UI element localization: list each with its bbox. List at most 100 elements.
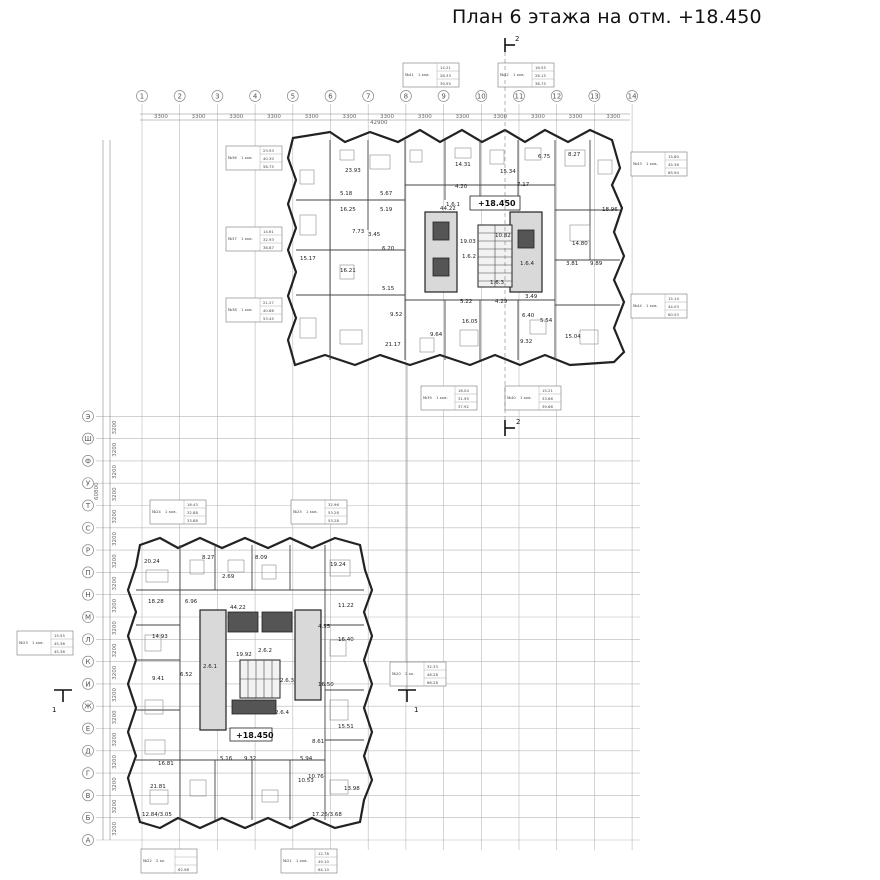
- unit-tag-box: [389, 661, 447, 687]
- row-spacing-label: 3200: [112, 754, 118, 768]
- grid-column-label: 2: [177, 93, 181, 101]
- column-spacing-label: 3300: [493, 114, 507, 120]
- room-area-label: 5.18: [340, 191, 353, 197]
- unit-tag-area: 38.75: [535, 81, 546, 86]
- grid-column-bubble: [588, 90, 601, 102]
- unit-tag-area: 40.30: [263, 156, 274, 161]
- room-area-label: 16.25: [340, 207, 356, 213]
- unit-tag-id: №39: [423, 395, 432, 400]
- room-area-label: 4.20: [455, 184, 468, 190]
- room-area-label: 6.52: [180, 672, 192, 678]
- unit-tag-type: 1 ккв.: [306, 509, 318, 514]
- grid-row-label: Р: [86, 547, 90, 555]
- lower-furniture: [144, 559, 351, 805]
- room-area-label: 9.32: [520, 339, 532, 345]
- grid-row-bubble: [82, 834, 94, 846]
- lower-elevator-1: [227, 611, 259, 633]
- grid-column-label: 4: [253, 93, 258, 101]
- unit-tag-area: 62.98: [178, 867, 189, 872]
- room-area-label: 19.03: [460, 239, 476, 245]
- column-spacing-label: 3300: [229, 114, 243, 120]
- unit-tag-area: 66.28: [427, 680, 438, 685]
- column-spacing-label: 3300: [192, 114, 206, 120]
- lower-core-label-4: 2.6.4: [275, 710, 289, 716]
- room-area-label: 7.17: [517, 182, 530, 188]
- room-area-label: 15.17: [300, 256, 316, 262]
- grid-column-label: 9: [441, 93, 445, 101]
- upper-furniture: [299, 147, 613, 353]
- upper-core-label-3: 1.6.3: [490, 280, 504, 286]
- grid-row-bubble: [82, 655, 94, 668]
- room-area-label: 4.29: [495, 299, 508, 305]
- axis-grid: [96, 104, 640, 850]
- upper-elevator-3: [517, 229, 535, 249]
- lower-core-label-3: 2.6.3: [280, 678, 294, 684]
- room-area-label: 9.89: [590, 261, 603, 267]
- grid-column-bubble: [437, 90, 450, 102]
- unit-tag-area: 45.36: [54, 641, 65, 646]
- unit-tag-type: 1 ккв.: [520, 395, 532, 400]
- grid-column-bubble: [400, 90, 412, 102]
- room-area-label: 18.96: [602, 207, 618, 213]
- unit-tag-area: 40.86: [263, 308, 274, 313]
- unit-tag-box: [504, 385, 562, 411]
- unit-tag-area: 12.78: [318, 851, 329, 856]
- room-area-label: 14.93: [152, 634, 168, 640]
- column-spacing-label: 3300: [531, 114, 545, 120]
- upper-block-plan: +18.450 1.6.1 1.6.2 1.6.3 1.6.4 23.938.2…: [286, 128, 626, 367]
- lower-elevation-mark: +18.450: [236, 731, 274, 740]
- unit-tag-area: 28.15: [535, 73, 546, 78]
- unit-tag-area: 44.03: [668, 304, 679, 309]
- grid-row-label: Э: [86, 413, 91, 421]
- unit-tag-area: 15.55: [54, 633, 65, 638]
- unit-tag-area: 33.66: [542, 396, 553, 401]
- grid-row-label: Ж: [84, 703, 92, 711]
- upper-elevator-1: [432, 221, 450, 241]
- grid-row-label: К: [86, 658, 91, 666]
- grid-row-label: Л: [85, 636, 90, 644]
- column-spacing-label: 3300: [606, 114, 620, 120]
- room-area-label: 4.55: [318, 624, 331, 630]
- room-area-label: 5.54: [540, 318, 553, 324]
- row-spacing-label: 3200: [112, 688, 118, 702]
- row-spacing-label: 3200: [112, 821, 118, 835]
- unit-tag-type: 1 ккв.: [646, 161, 658, 166]
- room-area-label: 6.96: [185, 599, 198, 605]
- column-spacing-label: 3300: [380, 114, 394, 120]
- overall-height-label: 60800: [94, 482, 100, 500]
- grid-row-bubble: [82, 499, 94, 512]
- row-spacing-label: 3200: [112, 643, 118, 657]
- unit-tag-box: [149, 499, 207, 525]
- unit-tag-area: 28.33: [440, 73, 451, 78]
- unit-tag-id: №22: [143, 858, 152, 863]
- unit-tag-type: 1 ккв.: [165, 509, 177, 514]
- room-area-label: 5.22: [460, 299, 472, 305]
- grid-column-bubble: [173, 90, 186, 102]
- room-area-label: 9.32: [244, 756, 256, 762]
- upper-elevation-box: [469, 195, 521, 211]
- row-spacing-label: 3200: [112, 777, 118, 791]
- column-spacing-label: 3300: [342, 114, 356, 120]
- unit-tag-area: 64.10: [318, 867, 329, 872]
- room-area-label: 9.52: [390, 312, 402, 318]
- column-spacing-label: 3300: [305, 114, 319, 120]
- unit-tag-box: [402, 62, 460, 88]
- column-spacing-label: 3300: [154, 114, 168, 120]
- grid-row-bubble: [82, 767, 94, 779]
- room-area-label: 3.81: [566, 261, 578, 267]
- row-spacing-label: 3200: [112, 465, 118, 479]
- grid-row-bubble: [82, 455, 94, 467]
- grid-column-label: 11: [515, 93, 524, 101]
- lower-core-shaft-left: [199, 609, 227, 731]
- row-spacing-label: 3200: [112, 665, 118, 679]
- section-cut-1-left: 1: [52, 689, 72, 714]
- lower-core-shaft-right: [294, 609, 322, 701]
- row-spacing-label: 3200: [112, 710, 118, 724]
- grid-row-bubble: [82, 722, 94, 735]
- grid-column-bubble: [324, 90, 337, 102]
